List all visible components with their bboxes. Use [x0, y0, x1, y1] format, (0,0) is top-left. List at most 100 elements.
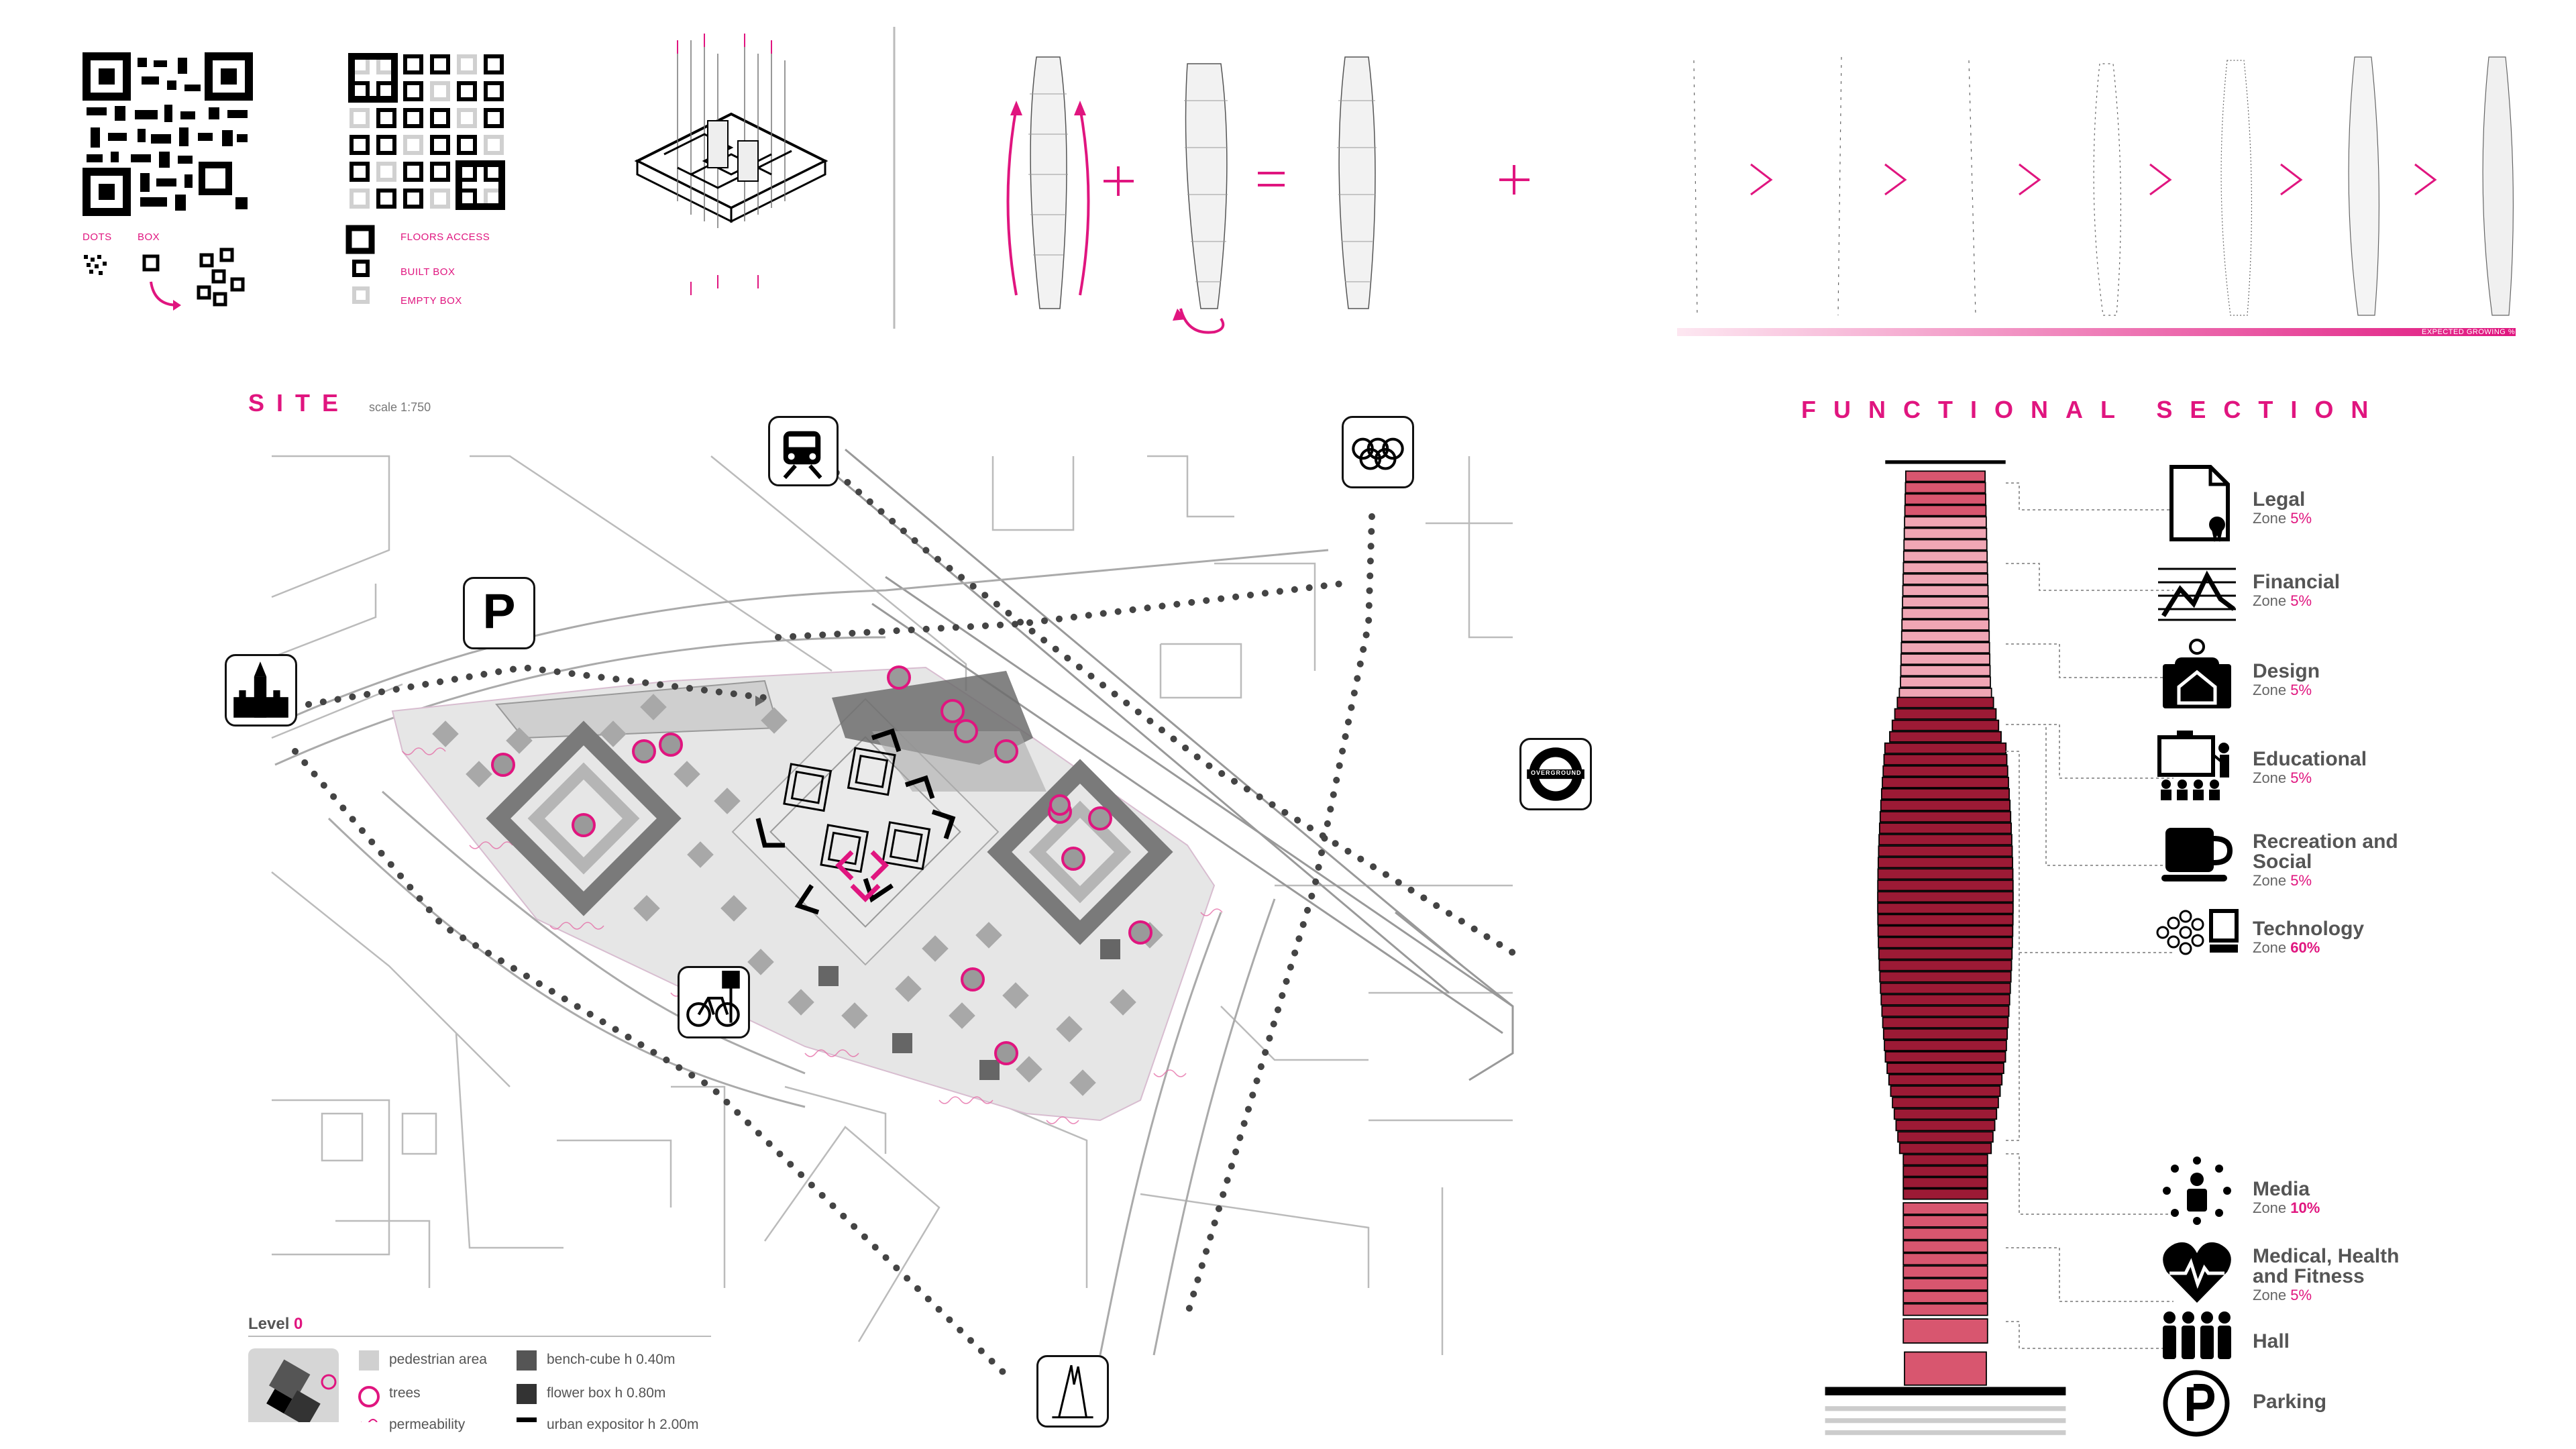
floor-slab [1902, 1303, 1988, 1316]
floor-slab [1879, 971, 2012, 983]
zone-pct: Zone 5% [2253, 872, 2427, 890]
ground-slab [1825, 1418, 2066, 1424]
floor-slab [1902, 1240, 1988, 1253]
permeability-edge [402, 747, 1223, 1124]
floor-slab [1894, 708, 1997, 720]
level-label-text: Level [248, 1315, 290, 1333]
hall-block [1904, 1351, 1987, 1386]
overground-label: OVERGROUND [1531, 769, 1582, 776]
expected-growing-bar [1677, 328, 2516, 336]
zone-pct: Zone 5% [2253, 682, 2320, 699]
pavilion-core [835, 850, 889, 902]
trees [491, 665, 1152, 1065]
legend-bench-cube: bench-cube h 0.40m [547, 1352, 676, 1367]
zone-pct: Zone 5% [2253, 592, 2340, 610]
parking-icon: P [463, 577, 535, 649]
floor-slab [1902, 1202, 1988, 1215]
floor-slab [1904, 504, 1987, 517]
zone-pct-prefix: Zone [2253, 682, 2291, 698]
ground-slab [1825, 1406, 2066, 1411]
floor-slab [1900, 630, 1990, 643]
floor-slab [1880, 982, 2011, 994]
overground-icon: OVERGROUND [1519, 738, 1592, 810]
zone-recreation: Recreation and Social Zone 5% [2253, 832, 2427, 890]
top-diagram: DOTS BOX FLOORS ACCESS BUILT BOX EMPTY B… [0, 0, 2576, 349]
leader-lines [2006, 482, 2174, 1349]
axonometric-box [634, 34, 828, 295]
floor-slab [1878, 948, 2013, 960]
sequence-arrows [1750, 163, 2437, 196]
floor-slab [1898, 1142, 1992, 1155]
zone-pct-prefix: Zone [2253, 872, 2291, 889]
site-plan: P OVERGROUND Level 0 pedestrian area tre… [0, 416, 1610, 1439]
classroom-icon [2157, 731, 2229, 800]
floor-slab [1889, 731, 2002, 743]
zone-parking: Parking [2253, 1392, 2326, 1412]
zone-pct: Zone 5% [2253, 769, 2367, 787]
zone-name: Hall [2253, 1330, 2290, 1352]
floor-slab [1900, 653, 1991, 665]
legend-flower-box: flower box h 0.80m [547, 1385, 666, 1401]
floor-slab [1890, 1085, 2001, 1097]
zone-icon-media [2160, 1154, 2234, 1228]
floor-slab [1883, 753, 2008, 765]
floor-slab [1878, 822, 2012, 835]
floor-slab [1902, 1177, 1988, 1189]
zone-name: Parking [2253, 1391, 2327, 1413]
floor-slab [1900, 642, 1990, 654]
zone-name: Recreation and Social [2253, 830, 2398, 873]
floors-access-label: FLOORS ACCESS [400, 231, 490, 243]
floor-slab [1902, 596, 1989, 608]
floor-slab [1901, 619, 1990, 631]
site-plan-graphics [248, 448, 1516, 1439]
zone-icon-technology [2153, 906, 2241, 959]
dots-label: DOTS [83, 231, 112, 243]
zone-legal: Legal Zone 5% [2253, 490, 2312, 527]
floor-slab [1904, 482, 1986, 494]
olympic-rings-icon [1342, 416, 1414, 488]
floor-slab [1886, 1063, 2004, 1075]
zone-pct-prefix: Zone [2253, 1287, 2291, 1303]
floor-slab [1879, 811, 2012, 823]
roof-cap [1885, 460, 2006, 464]
zone-pct-prefix: Zone [2253, 592, 2291, 609]
floor-slab [1902, 573, 1988, 585]
floor-slab [1896, 696, 1994, 708]
qr-code-dots [83, 52, 253, 216]
zone-icon-hall [2160, 1308, 2234, 1362]
floor-slab [1882, 1028, 2008, 1040]
legend-permeability: permeability [389, 1417, 466, 1432]
site-title: SITE scale 1:750 [248, 389, 431, 417]
floor-slab [1902, 584, 1989, 596]
floor-slab [1888, 1074, 2003, 1086]
floor-slab [1902, 1154, 1988, 1166]
ground-slab [1825, 1430, 2066, 1436]
qr-code-boxes [345, 53, 505, 304]
floor-slab [1902, 1227, 1988, 1240]
tower-section [1771, 449, 2120, 1442]
chart-line-icon [2158, 568, 2236, 621]
floor-slab [1902, 1265, 1988, 1279]
zone-hall: Hall [2253, 1332, 2290, 1352]
floor-slab [1901, 607, 1990, 619]
operator-signs [1104, 165, 1529, 196]
floor-slab [1877, 868, 2014, 880]
floor-slab [1882, 776, 2009, 788]
zone-technology: Technology Zone 60% [2253, 919, 2364, 957]
floor-slab [1880, 800, 2011, 812]
zone-icon-medical [2160, 1238, 2234, 1305]
computer-network-icon [2156, 909, 2239, 955]
functional-section-title: FUNCTIONAL SECTION [1801, 396, 2386, 423]
zone-pct-value: 5% [2290, 592, 2312, 609]
floor-slab [1900, 676, 1991, 688]
legend-pedestrian-area: pedestrian area [389, 1352, 487, 1367]
document-seal-icon [2169, 465, 2230, 542]
top-diagram-graphics [83, 27, 2516, 336]
zone-medical: Medical, Health and Fitness Zone 5% [2253, 1246, 2427, 1304]
empty-box-label: EMPTY BOX [400, 295, 462, 307]
bicycle-icon [678, 966, 750, 1038]
floor-slab [1877, 879, 2014, 892]
zone-pct-value: 10% [2290, 1199, 2320, 1216]
floor-slab [1902, 1165, 1988, 1177]
floor-slab [1891, 719, 2000, 731]
